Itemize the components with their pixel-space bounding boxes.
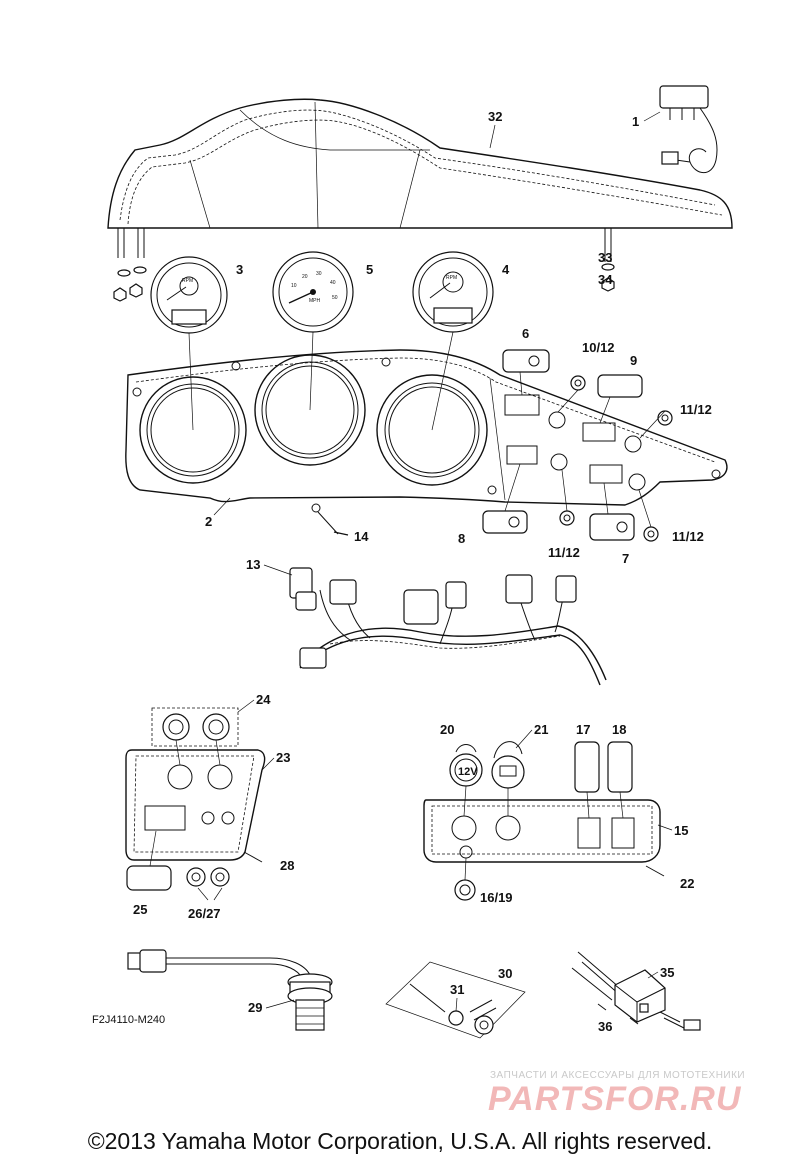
dash-cover-32: [107, 98, 733, 229]
sub-panel-23: [125, 707, 266, 901]
callout-23: 23: [276, 750, 290, 765]
callout-20: 20: [440, 722, 454, 737]
speedometer-gauge-5: 10 20 30 40 50 MPH: [272, 251, 354, 333]
wire-harness-13: [289, 567, 607, 686]
callout-11-12-a: 11/12: [680, 402, 712, 417]
dash-panel-2: [125, 349, 728, 513]
callout-31: 31: [450, 982, 464, 997]
cover-studs: [113, 228, 615, 302]
callout-36: 36: [598, 1019, 612, 1034]
callout-13: 13: [246, 557, 260, 572]
callout-1: 1: [632, 114, 639, 129]
ignition-switch-30: [385, 961, 526, 1039]
callout-3: 3: [236, 262, 243, 277]
sensor-module-1: [659, 85, 718, 174]
speed-tick-2: 20: [302, 274, 308, 280]
watermark-tagline: ЗАПЧАСТИ И АКСЕССУАРЫ ДЛЯ МОТОТЕХНИКИ: [490, 1070, 746, 1081]
callout-6: 6: [522, 326, 529, 341]
callout-22: 22: [680, 876, 694, 891]
sensor-29: [127, 949, 333, 1031]
callout-26-27: 26/27: [188, 906, 221, 921]
callout-8: 8: [458, 531, 465, 546]
screw-14: [317, 511, 349, 536]
speed-tick-5: 50: [332, 295, 338, 301]
callout-15: 15: [674, 823, 688, 838]
watermark-brand: PARTSFOR.RU: [488, 1080, 742, 1118]
tach4-unit-label: RPM: [446, 275, 457, 281]
copyright-notice: ©2013 Yamaha Motor Corporation, U.S.A. A…: [87, 1128, 713, 1154]
callout-35: 35: [660, 965, 674, 980]
speed-unit-label: MPH: [309, 298, 321, 304]
callout-32: 32: [488, 109, 502, 124]
switch-9: [597, 374, 643, 424]
tachometer-gauge-4: RPM: [412, 251, 494, 333]
callout-11-12-c: 11/12: [672, 529, 704, 544]
callout-9: 9: [630, 353, 637, 368]
callout-4: 4: [502, 262, 510, 277]
callout-7: 7: [622, 551, 629, 566]
callout-2: 2: [205, 514, 212, 529]
switch-8: [482, 463, 528, 534]
callout-18: 18: [612, 722, 626, 737]
switch-6: [502, 349, 550, 396]
callout-28: 28: [280, 858, 294, 873]
diagram-code: F2J4110-M240: [92, 1014, 166, 1026]
callout-30: 30: [498, 966, 512, 981]
socket-12v-label: 12V: [458, 766, 478, 778]
callout-21: 21: [534, 722, 548, 737]
tach-unit-label: RPM: [182, 278, 193, 284]
callout-labels: 1 32 3 5 4 33 34 6 10/12 9 11/12 2 14 8 …: [133, 109, 712, 1034]
callout-16-19: 16/19: [480, 890, 513, 905]
tachometer-gauge-3: RPM: [150, 256, 228, 334]
callout-25: 25: [133, 902, 147, 917]
callout-17: 17: [576, 722, 590, 737]
callout-33: 33: [598, 250, 612, 265]
leader-lines-gauges: [188, 331, 454, 431]
callout-5: 5: [366, 262, 373, 277]
plug-caps: [557, 375, 673, 542]
speed-tick-3: 30: [316, 271, 322, 277]
callout-11-12-b: 11/12: [548, 545, 580, 560]
callout-10-12: 10/12: [582, 340, 615, 355]
callout-14: 14: [354, 529, 369, 544]
junction-box-35: [571, 951, 701, 1031]
speed-tick-1: 10: [291, 283, 297, 289]
switch-7: [589, 482, 635, 541]
speed-tick-4: 40: [330, 280, 336, 286]
sub-panel-15: 12V: [423, 741, 665, 901]
callout-24: 24: [256, 692, 271, 707]
callout-34: 34: [598, 272, 613, 287]
callout-29: 29: [248, 1000, 262, 1015]
